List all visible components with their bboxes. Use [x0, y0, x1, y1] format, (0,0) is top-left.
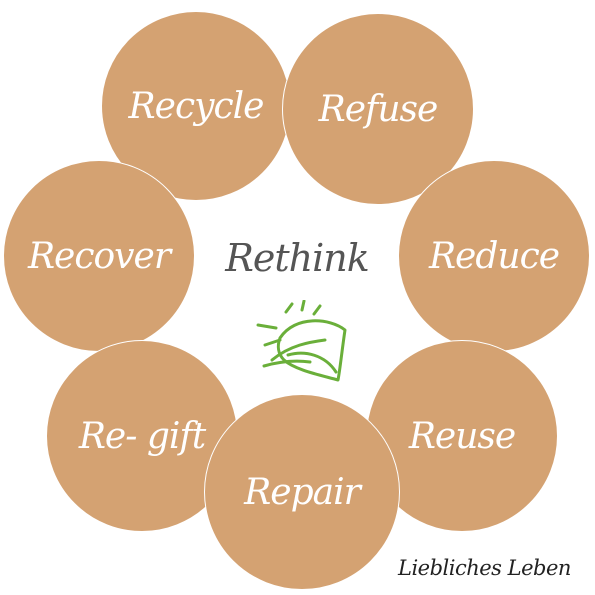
- circle-recover: Recover: [3, 160, 195, 352]
- circle-label: Recover: [27, 235, 171, 277]
- circle-label: Repair: [244, 471, 361, 513]
- circle-label: Recycle: [128, 85, 265, 127]
- circle-label: Refuse: [318, 88, 439, 130]
- circle-label: Reduce: [428, 235, 560, 277]
- circle-refuse: Refuse: [282, 13, 474, 205]
- circle-reduce: Reduce: [398, 160, 590, 352]
- circle-repair: Repair: [204, 394, 400, 590]
- leaf-icon: [256, 300, 347, 382]
- circle-label: Re- gift: [78, 415, 206, 457]
- circle-label: Reuse: [408, 415, 516, 457]
- center-title: Rethink: [225, 236, 370, 280]
- brand-signature: Liebliches Leben: [398, 556, 571, 580]
